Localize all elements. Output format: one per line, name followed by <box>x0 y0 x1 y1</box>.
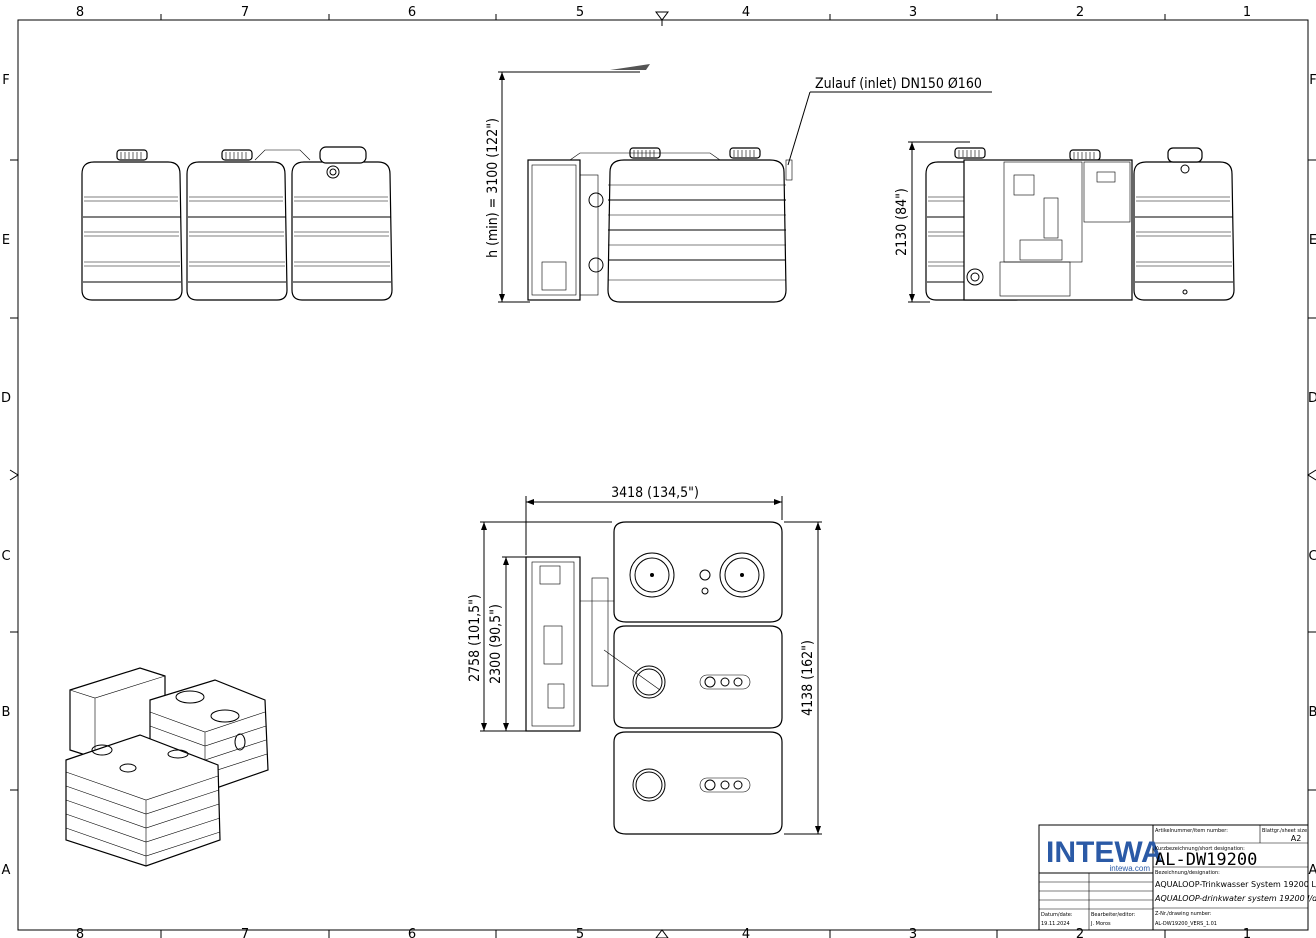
column-label: 6 <box>408 927 416 938</box>
row-label: F <box>2 73 9 88</box>
column-label: 4 <box>742 927 750 938</box>
date: 19.11.2024 <box>1041 921 1070 927</box>
row-label: C <box>1308 549 1316 564</box>
ground-hatch <box>610 64 650 70</box>
item-number-caption: Artikelnummer/item number: <box>1155 828 1228 834</box>
designation-caption: Bezeichnung/designation: <box>1155 870 1220 876</box>
top-depth-inner-label: 2300 (90,5") <box>488 604 504 684</box>
row-label: D <box>1308 391 1316 406</box>
side-view: h (min) = 3100 (122") Zulauf (inlet) DN1… <box>485 64 992 303</box>
column-ticks-bottom <box>160 929 1166 938</box>
drawing-number-caption: Z-Nr./drawing number: <box>1155 911 1212 917</box>
date-caption: Datum/date: <box>1041 912 1073 918</box>
column-label: 7 <box>241 5 249 20</box>
front-view <box>81 146 393 301</box>
column-label: 1 <box>1243 927 1251 938</box>
row-label: C <box>1 549 10 564</box>
row-label: B <box>2 705 11 720</box>
end-view: 2130 (84") <box>894 141 1235 303</box>
intewa-logo: INTEWA <box>1046 836 1163 869</box>
title-block: INTEWA intewa.com Artikelnummer/item num… <box>1038 824 1316 931</box>
row-label: F <box>1309 73 1316 88</box>
inlet-label: Zulauf (inlet) DN150 Ø160 <box>815 76 982 92</box>
column-label: 3 <box>909 927 917 938</box>
top-width-label: 3418 (134,5") <box>611 485 699 501</box>
row-labels-left: F E D C B A <box>1 73 11 878</box>
top-view: 3418 (134,5") 2758 (101,5") 2300 (90,5")… <box>467 485 822 835</box>
column-label: 2 <box>1076 5 1084 20</box>
column-label: 8 <box>76 5 84 20</box>
column-labels-top: 8 7 6 5 4 3 2 1 <box>76 5 1251 20</box>
editor: J. Moros <box>1090 921 1111 927</box>
row-label: A <box>1309 863 1316 878</box>
column-label: 5 <box>576 927 584 938</box>
sheet-size-caption: Blattgr./sheet size: <box>1262 828 1309 834</box>
row-label: B <box>1309 705 1316 720</box>
row-ticks <box>9 159 1316 791</box>
column-label: 6 <box>408 5 416 20</box>
designation-en: AQUALOOP-drinkwater system 19200 l/day <box>1154 894 1316 903</box>
column-label: 8 <box>76 927 84 938</box>
row-label: E <box>2 233 10 248</box>
top-depth-outer-label: 2758 (101,5") <box>467 594 483 682</box>
sheet-size: A2 <box>1291 834 1302 843</box>
side-height-label: h (min) = 3100 (122") <box>485 118 501 258</box>
row-label: A <box>2 863 11 878</box>
row-label: E <box>1309 233 1316 248</box>
short-designation: AL-DW19200 <box>1155 850 1257 870</box>
column-ticks-top <box>160 11 1166 26</box>
end-height-label: 2130 (84") <box>894 188 910 256</box>
row-label: D <box>1 391 11 406</box>
editor-caption: Bearbeiter/editor: <box>1091 912 1136 918</box>
column-label: 2 <box>1076 927 1084 938</box>
short-designation-caption: Kurzbezeichnung/short designation: <box>1155 846 1245 852</box>
column-label: 3 <box>909 5 917 20</box>
logo-url: intewa.com <box>1110 864 1151 873</box>
column-labels-bottom: 8 7 6 5 4 3 2 1 <box>76 927 1251 938</box>
drawing-number: AL-DW19200_VERS_1.01 <box>1155 921 1217 927</box>
isometric-view <box>65 667 269 867</box>
row-labels-right: F E D C B A <box>1308 73 1316 878</box>
designation-de: AQUALOOP-Trinkwasser System 19200 L/Tag <box>1155 880 1316 889</box>
column-label: 1 <box>1243 5 1251 20</box>
column-label: 5 <box>576 5 584 20</box>
column-label: 7 <box>241 927 249 938</box>
top-length-label: 4138 (162") <box>800 640 816 716</box>
column-label: 4 <box>742 5 750 20</box>
